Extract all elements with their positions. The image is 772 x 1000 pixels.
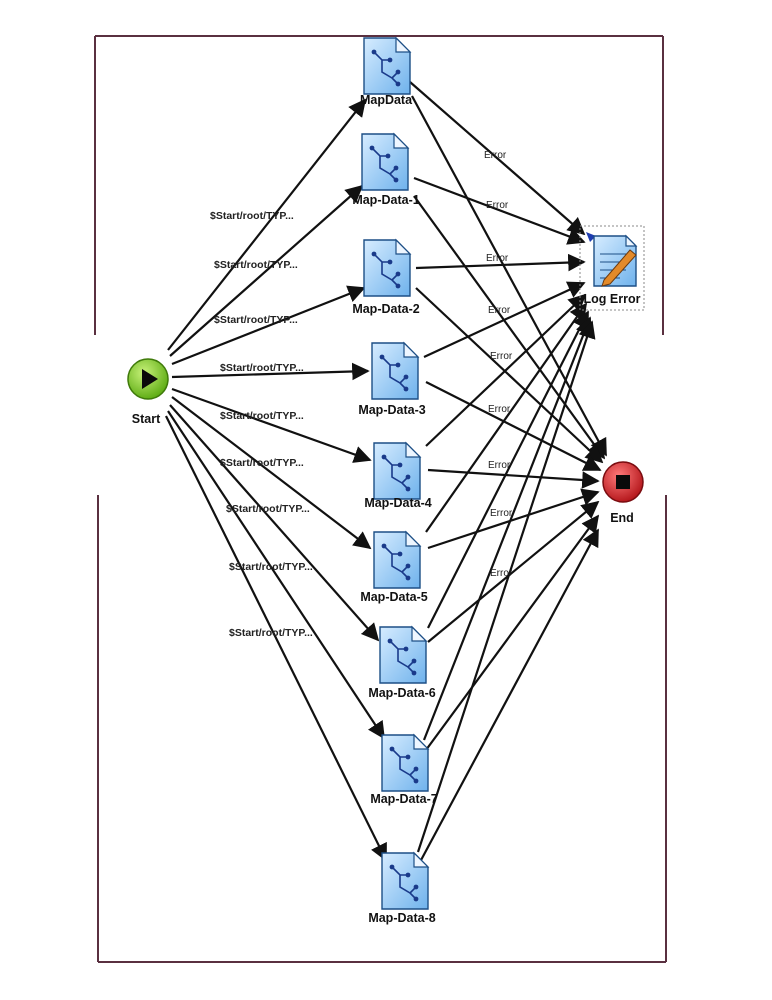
edge-map6-log xyxy=(427,310,589,629)
edge-label-start-map-0: $Start/root/TYP... xyxy=(229,627,313,639)
map-data-node[interactable] xyxy=(371,341,420,400)
edge-start-map-8 xyxy=(165,415,387,862)
pencil-icon xyxy=(601,249,637,287)
map-data-node[interactable] xyxy=(373,530,422,589)
map-data-label: MapData xyxy=(360,93,413,107)
mapping-glyph-icon xyxy=(391,866,417,900)
edge-label-start-map-8: $Start/root/TYP... xyxy=(229,561,313,573)
map-data-label: Map-Data-4 xyxy=(364,496,431,510)
error-label-6: Error xyxy=(488,460,511,471)
diagram-frame xyxy=(94,35,667,963)
edge-label-start-map-7: $Start/root/TYP... xyxy=(226,503,310,515)
edge-start-map-6 xyxy=(169,404,380,642)
start-edges xyxy=(165,98,387,862)
edge-start-map-7 xyxy=(167,410,385,740)
edge-start-map-5 xyxy=(171,396,372,550)
mapping-glyph-icon xyxy=(383,456,409,490)
edge-map7-log xyxy=(422,316,593,741)
edge-map1-log xyxy=(413,176,586,245)
map-data-label: Map-Data-1 xyxy=(352,193,419,207)
error-label-8: Error xyxy=(490,568,513,579)
error-label-7: Error xyxy=(490,508,513,519)
error-edges xyxy=(409,81,596,853)
map-data-node[interactable] xyxy=(363,36,412,95)
mapping-glyph-icon xyxy=(383,545,409,579)
edge-map5-log xyxy=(425,302,588,533)
mapping-glyph-icon xyxy=(391,748,417,782)
log-error-node[interactable]: Log Error xyxy=(579,225,645,311)
edge-map7-end xyxy=(425,514,600,751)
edge-map0-end xyxy=(411,95,607,457)
map-data-label: Map-Data-7 xyxy=(370,792,437,806)
end-edges xyxy=(411,95,607,863)
map-data-node[interactable] xyxy=(373,441,422,500)
edge-label-start-map-6: $Start/root/TYP... xyxy=(220,457,304,469)
edge-map2-end xyxy=(415,287,604,464)
map-data-label: Map-Data-6 xyxy=(368,686,435,700)
start-label: Start xyxy=(132,412,161,426)
edge-map8-log xyxy=(416,320,596,853)
edge-start-map-0 xyxy=(167,98,367,351)
error-label-0: Error xyxy=(484,150,507,161)
notepad-icon xyxy=(593,235,637,287)
end-label: End xyxy=(610,511,634,525)
error-label-2: Error xyxy=(486,253,509,264)
mapping-glyph-icon xyxy=(371,147,397,181)
edge-label-start-map-5: $Start/root/TYP... xyxy=(220,410,304,422)
edge-map8-end xyxy=(419,528,599,863)
edge-map1-end xyxy=(413,195,606,460)
selection-marker-icon xyxy=(586,232,596,242)
edge-label-start-map-4: $Start/root/TYP... xyxy=(220,362,304,374)
play-icon xyxy=(142,369,158,389)
edge-map6-end xyxy=(427,500,600,643)
error-labels: Error Error Error Error Error Error Erro… xyxy=(484,150,513,579)
edge-label-start-map-2: $Start/root/TYP... xyxy=(214,259,298,271)
edge-start-map-4 xyxy=(171,387,372,463)
error-label-1: Error xyxy=(486,200,509,211)
map-data-label: Map-Data-3 xyxy=(358,403,425,417)
start-node[interactable]: Start xyxy=(127,358,169,426)
map-nodes: MapDataMap-Data-1Map-Data-2Map-Data-3Map… xyxy=(352,36,438,925)
map-data-node[interactable] xyxy=(363,238,412,297)
map-data-node[interactable] xyxy=(381,733,430,792)
edge-map5-end xyxy=(427,488,600,550)
map-data-node[interactable] xyxy=(361,132,410,191)
stop-square-icon xyxy=(616,475,630,489)
error-label-3: Error xyxy=(488,305,511,316)
end-node[interactable]: End xyxy=(602,461,644,525)
mapping-glyph-icon xyxy=(389,640,415,674)
error-label-4: Error xyxy=(490,351,513,362)
edge-map0-log xyxy=(409,81,586,236)
mapping-glyph-icon xyxy=(381,356,407,390)
log-error-label: Log Error xyxy=(584,292,641,306)
edge-start-map-2 xyxy=(171,285,366,366)
edge-map4-end xyxy=(427,468,600,489)
map-data-label: Map-Data-5 xyxy=(360,590,427,604)
start-edge-labels: $Start/root/TYP... $Start/root/TYP... $S… xyxy=(210,210,313,639)
map-data-label: Map-Data-8 xyxy=(368,911,435,925)
edge-start-map-1 xyxy=(169,184,364,357)
edge-label-start-map-3: $Start/root/TYP... xyxy=(214,314,298,326)
mapping-glyph-icon xyxy=(373,253,399,287)
edge-start-map-3 xyxy=(171,362,370,381)
edge-map2-log xyxy=(415,253,586,272)
edge-map3-end xyxy=(425,381,602,471)
map-data-label: Map-Data-2 xyxy=(352,302,419,316)
map-data-node[interactable] xyxy=(379,625,428,684)
error-label-5: Error xyxy=(488,404,511,415)
edge-label-start-map-1: $Start/root/TYP... xyxy=(210,210,294,222)
map-data-node[interactable] xyxy=(381,851,430,910)
log-error-selection-box xyxy=(579,225,645,311)
mapping-glyph-icon xyxy=(373,51,399,85)
